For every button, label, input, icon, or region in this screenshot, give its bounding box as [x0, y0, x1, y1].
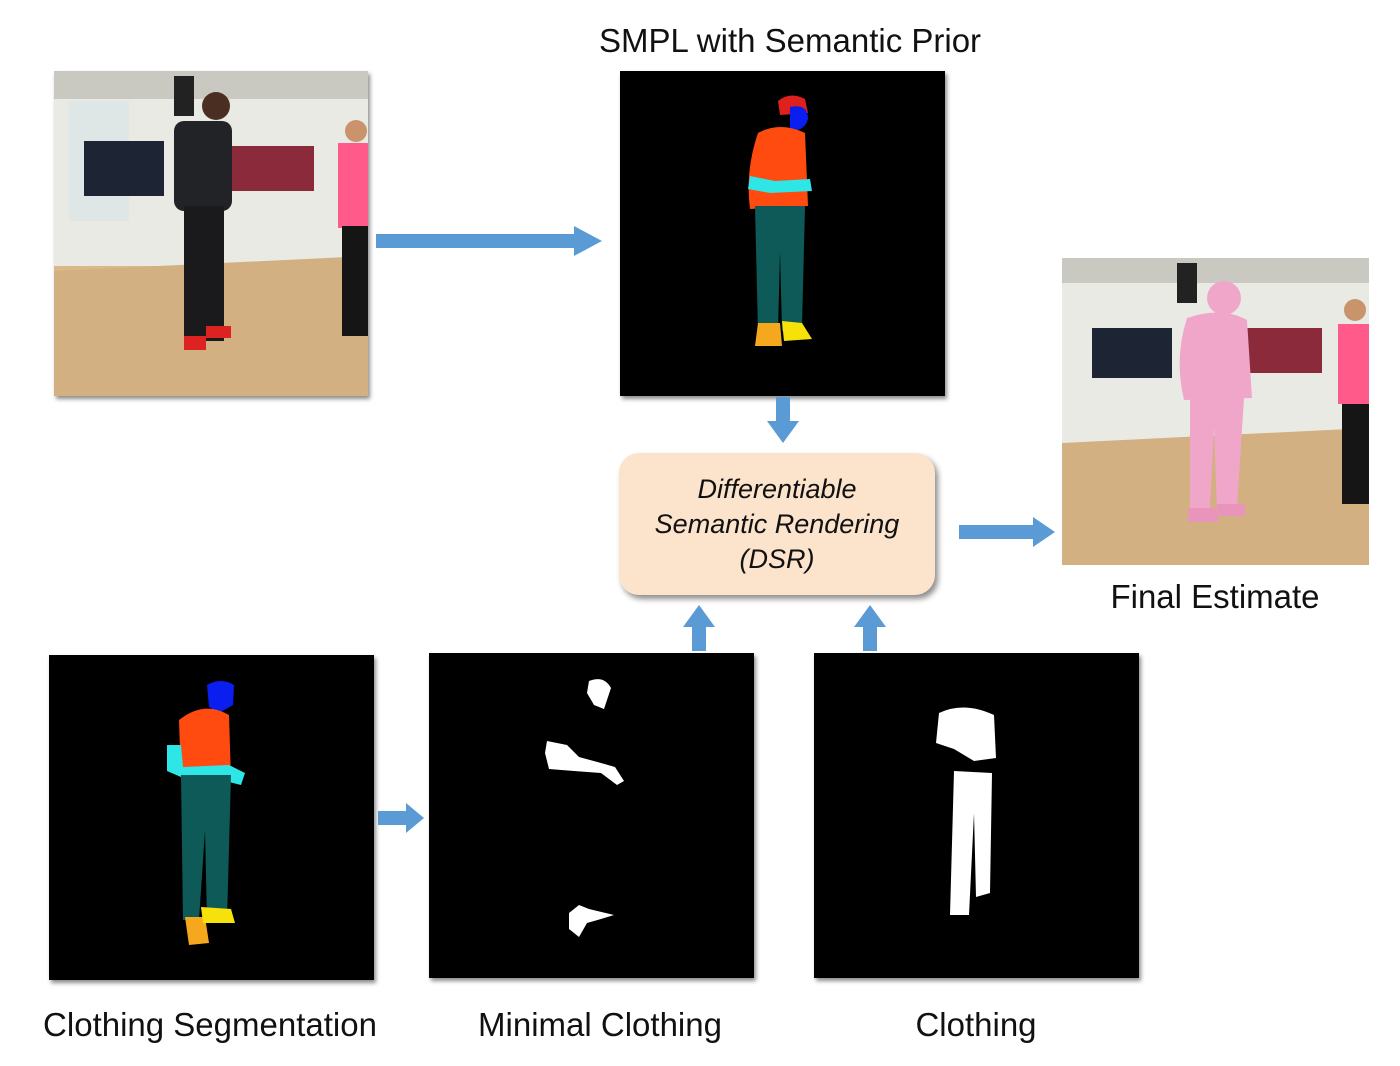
arrow-seg-to-minimal	[378, 803, 424, 833]
clothing-panel	[814, 653, 1139, 978]
minimal-clothing-panel	[429, 653, 754, 978]
smpl-render-panel	[620, 71, 945, 396]
clothing-segmentation-panel	[49, 655, 374, 980]
arrow-smpl-to-dsr	[767, 397, 799, 443]
input-photo	[54, 71, 368, 396]
final-estimate-image	[1062, 258, 1369, 565]
dsr-line-3: (DSR)	[739, 543, 815, 574]
dsr-box: Differentiable Semantic Rendering (DSR)	[619, 453, 935, 595]
arrow-minimal-to-dsr	[683, 605, 715, 651]
smpl-title: SMPL with Semantic Prior	[598, 22, 982, 59]
arrow-clothing-to-dsr	[854, 605, 886, 651]
clothing-segmentation-label: Clothing Segmentation	[43, 1006, 377, 1043]
final-estimate-label: Final Estimate	[1110, 578, 1320, 615]
clothing-label: Clothing	[915, 1006, 1037, 1043]
dsr-line-2: Semantic Rendering	[654, 508, 900, 539]
minimal-clothing-label: Minimal Clothing	[478, 1006, 722, 1043]
dsr-line-1: Differentiable	[697, 473, 857, 504]
arrow-dsr-to-final	[959, 517, 1055, 547]
arrow-photo-to-smpl	[376, 226, 602, 256]
